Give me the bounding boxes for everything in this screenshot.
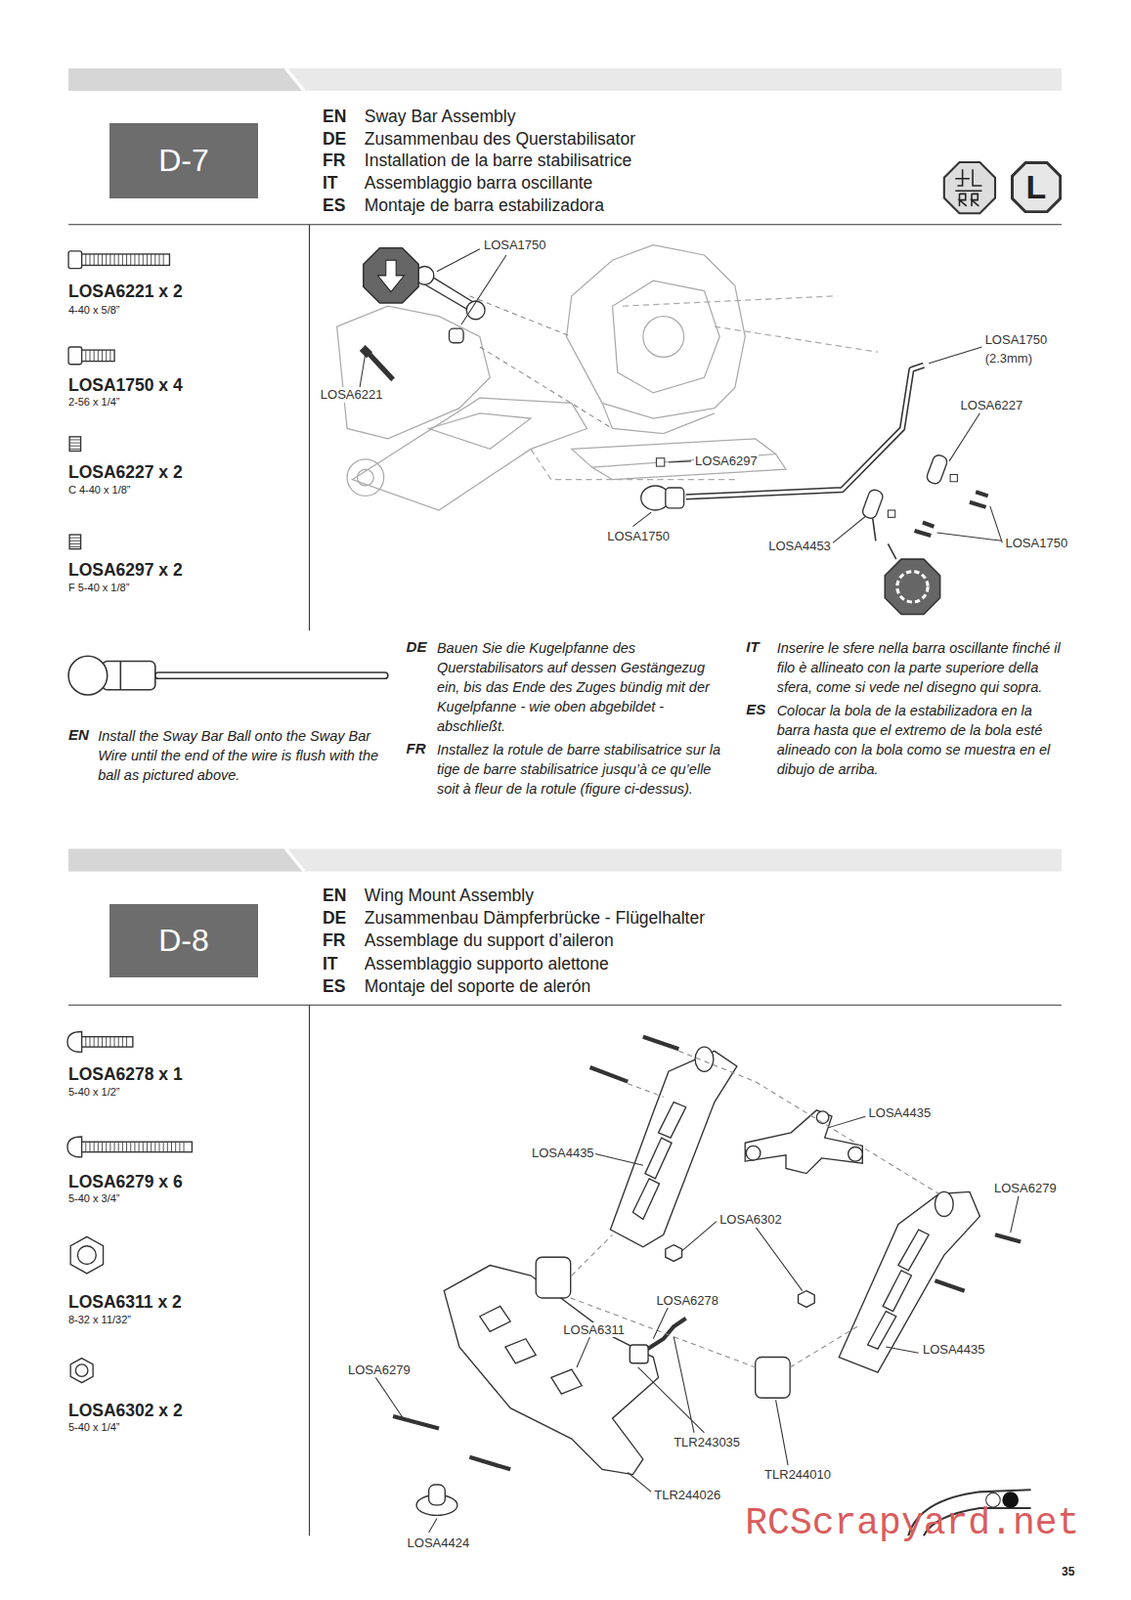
language-code: ES [322,976,346,998]
step-title: Assemblaggio barra oscillante [364,173,593,194]
callout-label: LOSA6297 [694,453,759,470]
language-code: FR [406,739,427,758]
part-size: F 5-40 x 1/8” [68,581,130,595]
callout-label: (2.3mm) [984,350,1034,367]
language-code: FR [322,930,346,952]
part-number: LOSA6302 x 2 [68,1400,183,1422]
language-code: DE [322,908,347,929]
section-bands [68,68,1062,1536]
part-size: 8-32 x 11/32” [68,1313,131,1327]
step-box: D-8 [109,904,259,978]
language-code: EN [322,885,347,907]
step-title: Montaje de barra estabilizadora [364,195,605,217]
sway-bar-parts [362,248,989,615]
callout-label: LOSA4424 [406,1535,472,1552]
step-title: Installation de la barre stabilisatrice [364,150,632,172]
callout-label: LOSA4453 [767,538,832,555]
callout-label: LOSA6279 [993,1180,1058,1197]
part-size: 5-40 x 3/4” [68,1192,121,1206]
wing-mount-screws [392,1037,1021,1471]
part-number: LOSA6278 x 1 [68,1064,183,1086]
step-title: Wing Mount Assembly [364,885,534,907]
language-code: DE [406,638,428,656]
language-code: FR [322,150,346,172]
callout-label: LOSA1750 [482,237,548,254]
language-code: IT [745,638,759,656]
callout-label: LOSA6311 [562,1322,626,1339]
instruction-text: Bauen Sie die Kugelpfanne des Querstabil… [436,638,729,737]
step-title: Zusammenbau Dämpferbrücke - Flügelhalter [364,908,705,929]
part-number: LOSA6227 x 2 [68,462,183,483]
step-number: L [1025,168,1046,207]
part-number: LOSA1750 x 4 [68,375,183,396]
page-number: 35 [1061,1565,1075,1579]
part-size: 4-40 x 5/8” [68,304,121,317]
step-number: D-8 [158,922,210,959]
callout-label: LOSA1750 [606,528,671,545]
language-code: ES [745,700,766,719]
language-code: IT [322,954,339,975]
part-number: LOSA6221 x 2 [68,281,183,303]
part-number: LOSA6311 x 2 [68,1292,182,1313]
callout-label: LOSA4435 [868,1105,933,1122]
hardware-icons [67,251,192,1384]
callout-label: LOSA1750 [984,332,1049,348]
rear-gearbox-drawing [337,245,878,511]
part-number: LOSA6297 x 2 [68,560,183,581]
instruction-text: Colocar la bola de la estabilizadora en … [777,700,1069,780]
callout-label: LOSA6221 [319,387,385,403]
language-code: ES [322,195,346,217]
callout-label: TLR244026 [652,1487,722,1504]
callout-label: LOSA6227 [959,397,1025,414]
step-title: Sway Bar Assembly [364,106,517,128]
step-title: Assemblaggio supporto alettone [364,954,609,975]
step-title: Zusammenbau des Querstabilisator [364,129,636,150]
wing-mount-leaders [375,1050,1019,1533]
step-number: D-7 [158,142,210,179]
callout-label: LOSA4435 [530,1145,596,1162]
language-code: EN [68,726,89,744]
callout-label: TLR244010 [763,1467,832,1483]
leader-lines [359,249,1003,544]
part-size: 5-40 x 1/4” [68,1421,121,1435]
instruction-text: Installez la rotule de barre stabilisatr… [436,739,729,799]
callout-label: LOSA4435 [921,1342,987,1358]
step-title: Assemblage du support d’aileron [364,930,614,952]
part-size: C 4-40 x 1/8” [68,483,131,497]
instruction-text: Install the Sway Bar Ball onto the Sway … [97,726,384,785]
instruction-text: Inserire le sfere nella barra oscillante… [777,638,1069,697]
callout-label: LOSA1750 [1004,535,1070,552]
sway-bar-ball-detail [68,655,389,696]
callout-label: LOSA6302 [718,1212,783,1228]
part-size: 2-56 x 1/4” [68,395,121,409]
language-code: EN [322,106,347,128]
step-title: Montaje del soporte de alerón [364,976,592,998]
language-code: DE [322,129,347,150]
part-size: 5-40 x 1/2” [68,1086,121,1099]
step-box: D-7 [109,123,259,198]
callout-label: LOSA6279 [347,1362,412,1379]
wing-mount-drawing [416,1046,980,1516]
part-number: LOSA6279 x 6 [68,1172,183,1193]
tool-icon: L [1010,161,1062,214]
watermark: RCScrapyard.net [744,1501,1080,1547]
language-code: IT [322,173,339,194]
mirror-icon [944,162,996,214]
callout-label: LOSA6278 [654,1293,720,1309]
callout-label: TLR243035 [672,1435,741,1451]
